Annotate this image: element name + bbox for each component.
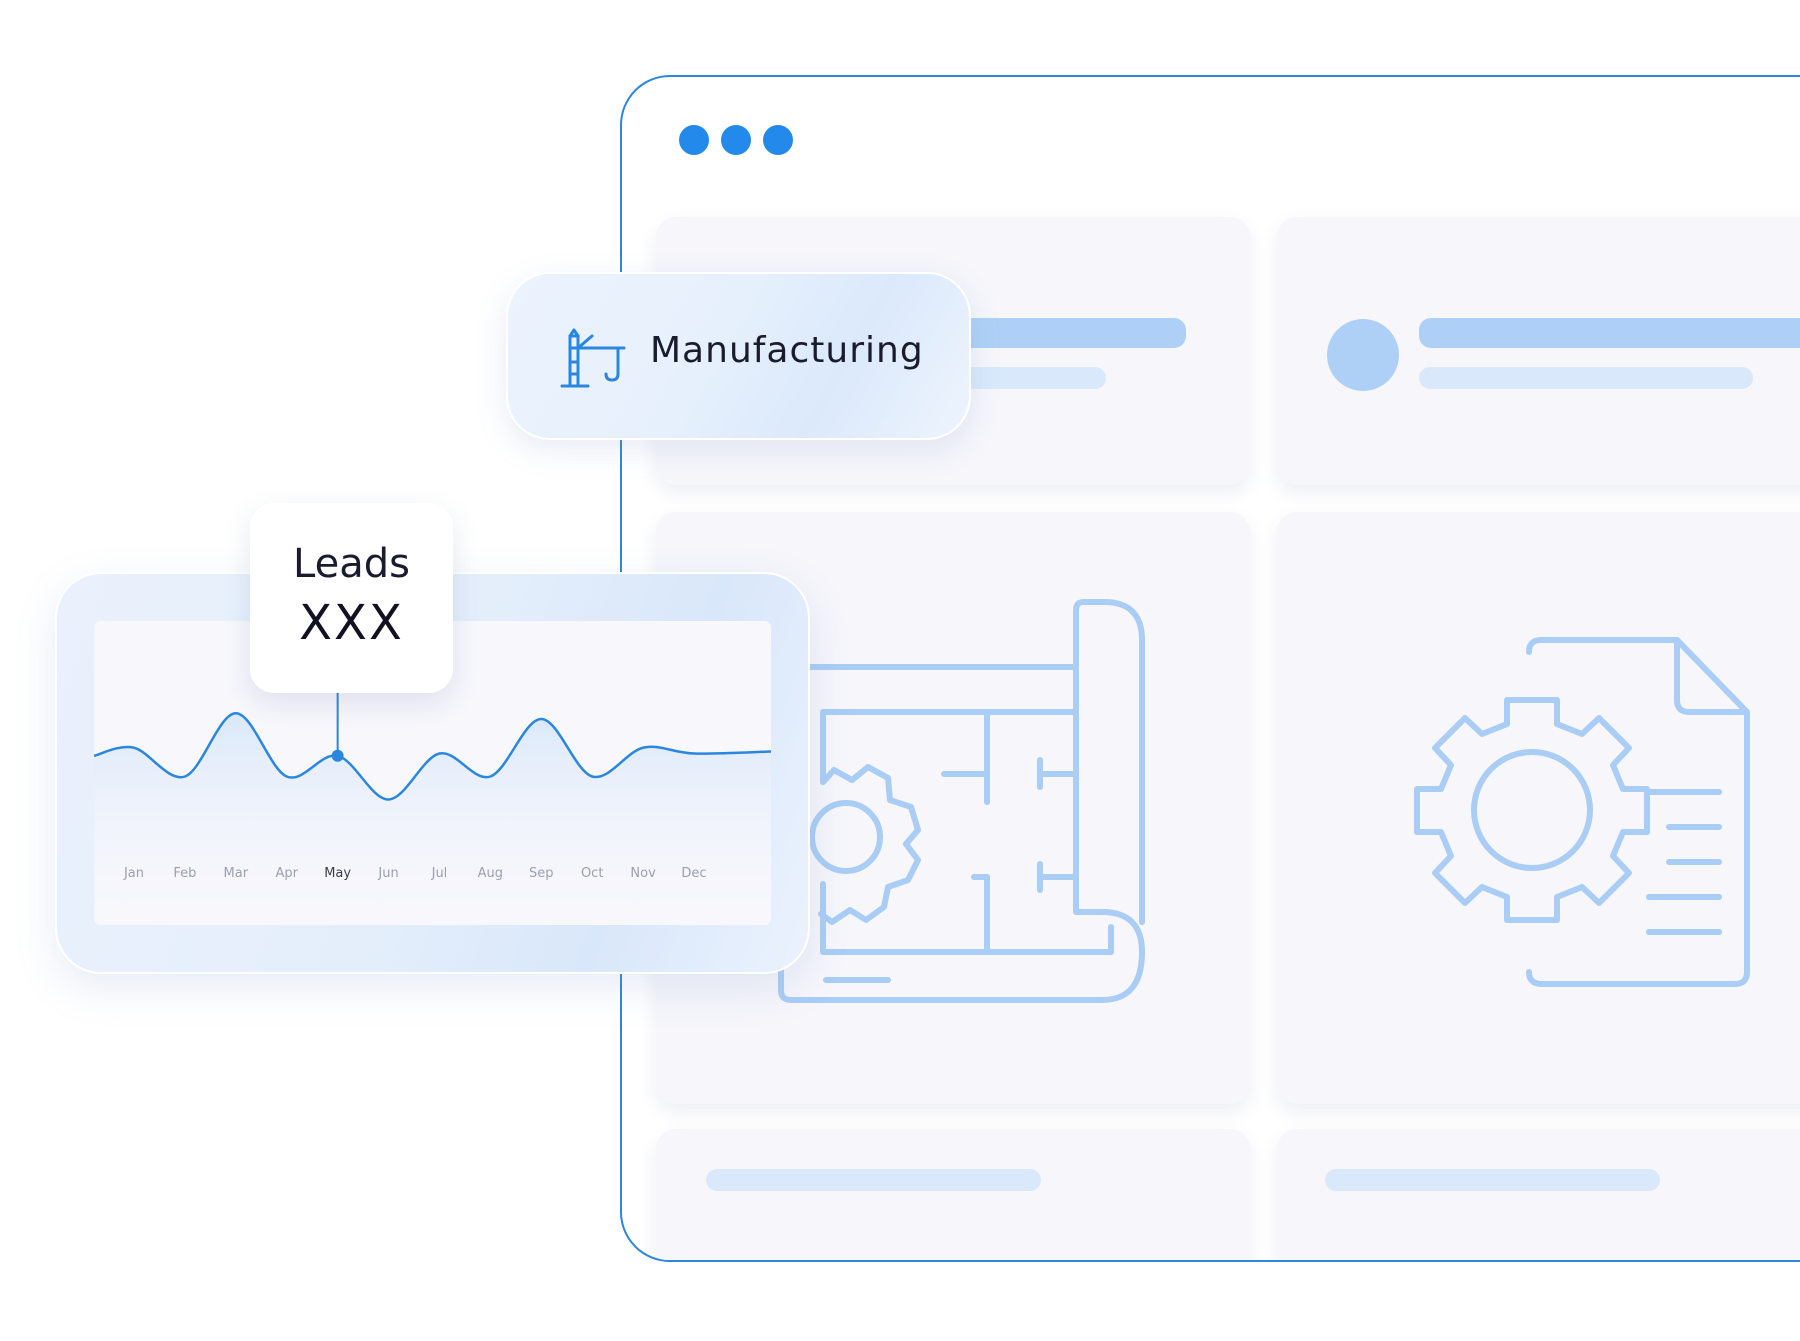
x-tick-label: Dec (681, 866, 706, 881)
x-tick-label: Nov (630, 866, 656, 881)
gear-document-card (1277, 512, 1800, 1104)
x-tick-label: Jun (377, 866, 398, 881)
placeholder-bar (1419, 367, 1753, 389)
blueprint-gear-icon (778, 599, 1145, 1003)
leads-title: Leads (293, 541, 410, 587)
top-right-card (1277, 217, 1800, 485)
placeholder-bar (706, 1169, 1041, 1191)
x-tick-label: May (324, 866, 351, 881)
industry-pill[interactable]: Manufacturing (506, 272, 971, 440)
x-tick-label: Jul (431, 866, 448, 881)
x-tick-label: Sep (529, 866, 554, 881)
crane-icon (560, 328, 626, 388)
highlight-point[interactable] (331, 749, 344, 762)
avatar-placeholder (1327, 319, 1399, 391)
window-dot-3[interactable] (763, 125, 793, 155)
bottom-right-card (1277, 1129, 1800, 1260)
gear-document-icon (1414, 637, 1750, 987)
x-tick-label: Oct (581, 866, 603, 881)
leads-tooltip: Leads XXX (250, 503, 453, 693)
leads-value: XXX (299, 595, 404, 651)
x-tick-label: Feb (173, 866, 196, 881)
placeholder-bar (1325, 1169, 1660, 1191)
x-tick-label: Mar (224, 866, 249, 881)
industry-label: Manufacturing (650, 330, 924, 371)
x-tick-label: Jan (123, 866, 144, 881)
bottom-left-card (656, 1129, 1250, 1260)
series-line (94, 711, 771, 801)
window-dot-1[interactable] (679, 125, 709, 155)
x-tick-label: Aug (478, 866, 503, 881)
placeholder-bar (1419, 318, 1800, 348)
chart-area-fill (94, 713, 771, 925)
x-tick-label: Apr (275, 866, 298, 881)
window-dot-2[interactable] (721, 125, 751, 155)
leads-line-chart: Jan Feb Mar Apr May Jun Jul Aug Sep Oct Nov Dec (94, 621, 771, 925)
